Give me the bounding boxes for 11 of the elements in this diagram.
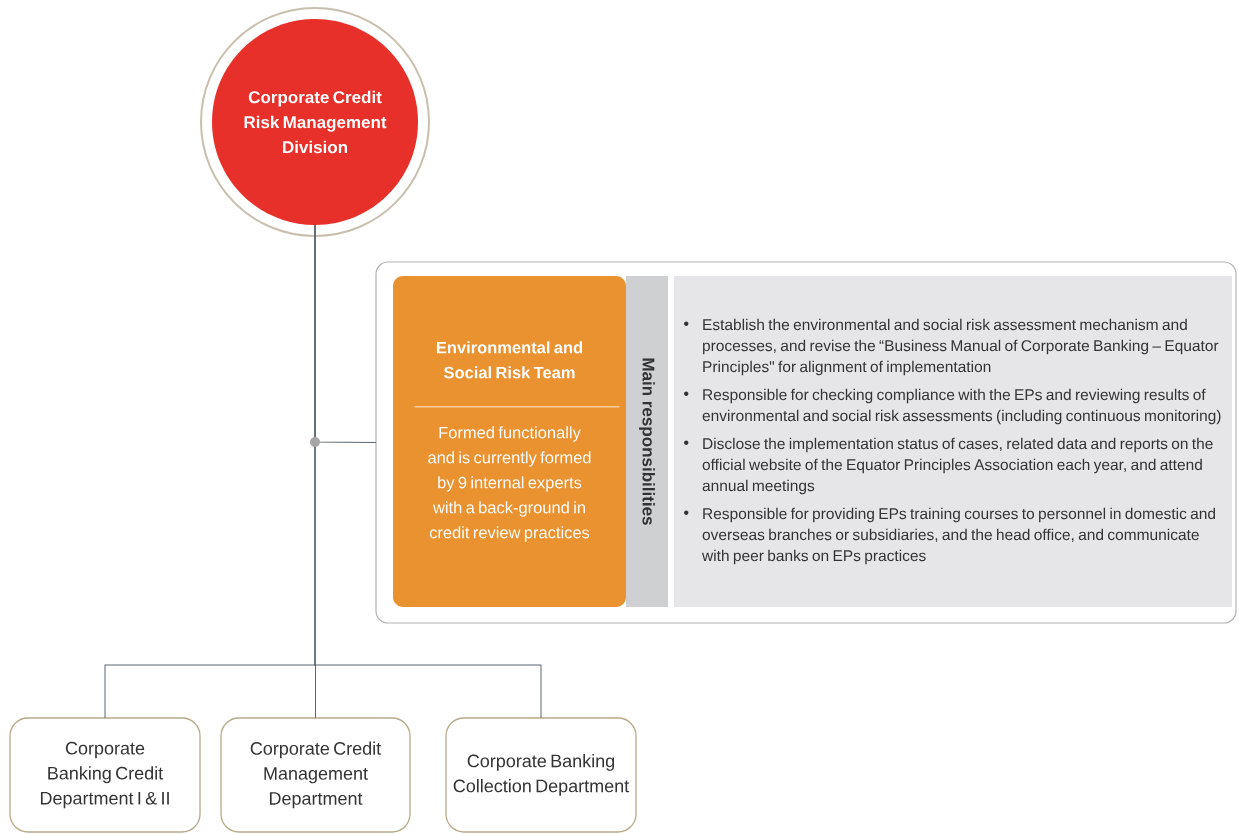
bullet-item: Responsible for checking compliance with the EPs and reviewing results of environmental and social risk assessments (including continuous monitoring) [684, 388, 1221, 425]
bullet-item: Responsible for providing EPs training courses to personnel in domestic and overseas branches or subsidiaries, and the head office, and communicate with peer banks on EPs practices [684, 507, 1215, 565]
responsibility-panel [674, 276, 1232, 607]
department-box: Corporate Banking Collection Department [445, 717, 637, 833]
connector-line [314, 224, 542, 719]
bullet-item: Establish the environmental and social risk assessment mechanism and processes, and revise the “Business Manual of Corporate Banking – Equator Principles" for alignment of implementation [684, 318, 1219, 376]
heading-strip: Main responsibilities [626, 276, 668, 607]
department-box: Corporate Banking Credit Department I & II [9, 717, 201, 833]
department-box: Corporate Credit Management Department [220, 717, 411, 833]
bullet-item: Disclose the implementation status of cases, related data and reports on the official website of the Equator Principles Association each year, and attend annual meetings [684, 437, 1213, 495]
team-box: Environmental and Social Risk Team Formed functionally and is currently formed by 9 internal experts with a back-ground in credit review practices [393, 276, 626, 607]
